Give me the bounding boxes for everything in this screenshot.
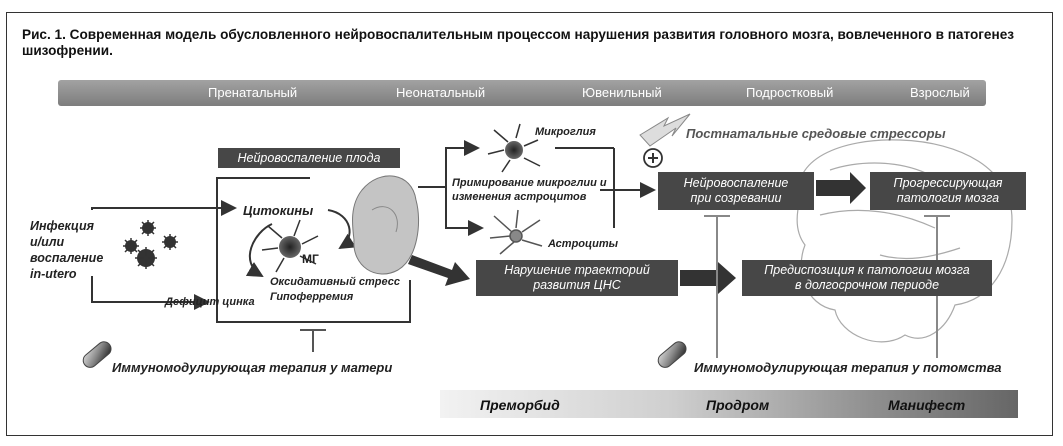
stage-premorbid: Преморбид: [480, 397, 560, 413]
mg-label: МГ: [302, 252, 319, 266]
infection-label: Инфекция и/или воспаление in-utero: [30, 219, 104, 281]
offspring-therapy-label: Иммуномодулирующая терапия у потомства: [694, 360, 1002, 375]
microglia-mg-icon: [261, 219, 319, 273]
pathogen-icon-group: [123, 220, 178, 269]
fetus-to-microglia-connector: [418, 140, 484, 236]
pill-icon: [657, 341, 687, 368]
astrocytes-label: Астроциты: [548, 238, 619, 250]
age-period-prenatal: Пренатальный: [208, 85, 298, 100]
age-period-neonatal: Неонатальный: [396, 85, 486, 100]
cns-trajectory-box: Нарушение траекторий развития ЦНС: [476, 260, 678, 296]
pathogen-icon: [140, 220, 156, 236]
pathogen-icon: [162, 234, 178, 250]
block-arrow-cns-to-predisposition: [680, 262, 736, 294]
hypoferremia-label: Гипоферремия: [270, 291, 354, 303]
predisposition-box: Предиспозиция к патологии мозга в долгос…: [742, 260, 992, 296]
age-period-bar: Пренатальный Неонатальный Ювенильный Под…: [58, 80, 986, 106]
plus-circle-icon: [643, 148, 663, 168]
oxidative-stress-label: Оксидативный стресс: [270, 276, 400, 288]
maternal-therapy-inhibition: [300, 329, 326, 352]
figure-caption: Рис. 1. Современная модель обусловленног…: [22, 27, 1015, 58]
disease-stage-bar: Преморбид Продром Манифест: [440, 390, 1018, 418]
microglia-icon: [487, 123, 541, 173]
pill-icon: [82, 341, 112, 368]
astrocyte-icon: [489, 209, 543, 255]
cytokines-label: Цитокины: [243, 203, 314, 218]
maturation-inflammation-box: Нейровоспаление при созревании: [658, 172, 814, 210]
infection-connector: [91, 200, 237, 310]
priming-label: Примирование микроглии и изменения астро…: [452, 177, 607, 203]
zinc-deficiency-label: Дефицит цинка: [165, 296, 255, 308]
lightning-icon: [639, 113, 691, 147]
maternal-therapy-label: Иммуномодулирующая терапия у матери: [112, 360, 393, 375]
priming-connector: [555, 147, 656, 228]
stage-prodrome: Продром: [706, 397, 770, 413]
fetus-icon: [351, 175, 420, 275]
fetal-inflammation-bracket: [216, 177, 411, 323]
block-arrow-maturation-to-progressive: [816, 172, 866, 204]
pathogen-icon: [135, 247, 157, 269]
fetal-inflammation-label: Нейровоспаление плода: [218, 148, 400, 168]
pathogen-icon: [123, 238, 139, 254]
big-arrow-fetus-to-cns: [408, 255, 470, 286]
stage-manifest: Манифест: [888, 397, 966, 413]
age-period-adolescent: Подростковый: [746, 85, 834, 100]
age-period-juvenile: Ювенильный: [582, 85, 662, 100]
brain-outline-icon: [796, 139, 1013, 343]
cytokine-cycle-arrows: [245, 209, 357, 278]
progressive-pathology-box: Прогрессирующая патология мозга: [870, 172, 1026, 210]
age-period-adult: Взрослый: [910, 85, 970, 100]
postnatal-stressors-label: Постнатальные средовые стрессоры: [686, 126, 946, 141]
microglia-label: Микроглия: [535, 126, 596, 138]
